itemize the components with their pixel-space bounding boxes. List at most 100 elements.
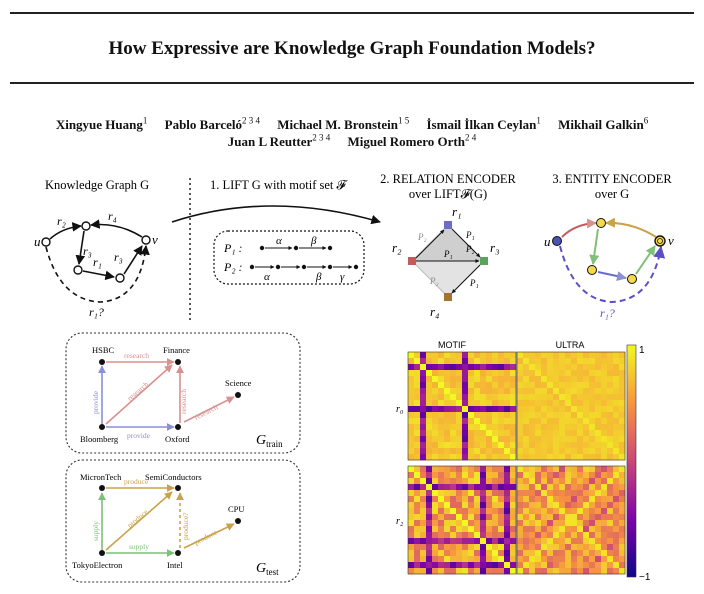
svg-text:research: research <box>193 402 220 421</box>
relation-node-r4 <box>444 293 452 301</box>
train-graph: HSBC Finance Science Bloomberg Oxford re… <box>80 345 252 444</box>
svg-text:produce?: produce? <box>181 512 190 540</box>
heatmap-panel <box>407 351 517 461</box>
author: Miguel Romero Orth2 4 <box>347 133 477 150</box>
node-oxford: Oxford <box>165 434 190 444</box>
svg-text:β: β <box>315 271 322 283</box>
svg-text:P₁: P₁ <box>469 278 479 288</box>
edge-label: r₃ <box>114 250 123 264</box>
svg-text:r₁?: r₁? <box>600 306 615 320</box>
heatmap-panel <box>516 351 626 461</box>
author: Michael M. Bronstein1 5 <box>277 116 410 133</box>
kg-graph: u v r₂ r₄ r₃ r₁ r₃ r₁? <box>34 209 158 319</box>
heatmap-grid <box>407 351 626 575</box>
author: Xingyue Huang1 <box>55 116 148 133</box>
svg-text:supply: supply <box>91 521 100 541</box>
train-graph-label: Gtrain <box>256 433 283 449</box>
svg-text:research: research <box>179 389 188 414</box>
heatmap-row-r2: r₂ <box>396 516 404 527</box>
svg-text:r₄: r₄ <box>430 304 440 319</box>
heatmap-panel <box>516 465 626 575</box>
node-finance: Finance <box>163 345 190 355</box>
author: Pablo Barceló2 3 4 <box>164 116 261 133</box>
test-graph-box <box>65 459 301 583</box>
svg-text:P₁: P₁ <box>465 230 475 240</box>
svg-text:r₃: r₃ <box>490 240 500 255</box>
svg-text:produce: produce <box>124 477 149 486</box>
relation-graph: r₁ r₂ r₃ r₄ P₁ P₂ P₁ P₂ P₁ P₂ <box>392 204 500 319</box>
step3-label-1: 3. ENTITY ENCODER <box>552 172 672 186</box>
colorbar-min: −1 <box>639 572 651 583</box>
relation-node-r1 <box>444 221 452 229</box>
test-graph: MicronTech SemiConductors CPU TokyoElect… <box>72 472 245 570</box>
edge-label: r₁ <box>93 255 102 269</box>
node-bloomberg: Bloomberg <box>80 434 119 444</box>
train-graph-box <box>65 332 301 454</box>
svg-text:β: β <box>310 235 317 247</box>
svg-text:v: v <box>668 233 674 248</box>
step2-label-1: 2. RELATION ENCODER <box>380 172 516 186</box>
svg-text:provide: provide <box>127 431 151 440</box>
node-cpu: CPU <box>228 504 245 514</box>
svg-text:u: u <box>544 234 551 249</box>
node <box>73 265 83 275</box>
heatmap-panel <box>407 465 517 575</box>
node-hsbc: HSBC <box>92 345 115 355</box>
authors-line-1: Xingyue Huang1 Pablo Barceló2 3 4 Michae… <box>0 116 704 133</box>
svg-text:produce: produce <box>125 507 150 530</box>
motif-box <box>213 230 365 285</box>
svg-text:P₂: P₂ <box>417 232 427 242</box>
node <box>596 218 606 228</box>
heatmap-col-ultra: ULTRA <box>556 340 585 350</box>
svg-text:research: research <box>125 380 150 403</box>
svg-text:P₁: P₁ <box>443 249 453 259</box>
edge-label: r₃ <box>83 244 92 258</box>
motif-p1: P₁ : α β <box>223 235 333 255</box>
title-rule <box>10 82 694 84</box>
node-v <box>654 235 666 247</box>
svg-text:research: research <box>124 351 149 360</box>
svg-text:r₁: r₁ <box>452 204 462 219</box>
label-u: u <box>34 234 41 249</box>
colorbar: 1 −1 <box>626 344 651 583</box>
node-u <box>41 237 51 247</box>
node-intel: Intel <box>167 560 183 570</box>
heatmap-row-r0: r₀ <box>396 404 404 415</box>
query-label: r₁? <box>89 305 104 319</box>
node <box>115 273 125 283</box>
svg-text:provide: provide <box>91 390 100 414</box>
step2-label-2: over LIFT𝓕(G) <box>409 187 487 201</box>
svg-text:P₂: P₂ <box>465 244 475 254</box>
paper-title: How Expressive are Knowledge Graph Found… <box>108 38 596 59</box>
step3-label-2: over G <box>595 187 629 201</box>
lift-arrow <box>171 205 381 225</box>
authors-line-2: Juan L Reutter2 3 4 Miguel Romero Orth2 … <box>0 133 704 150</box>
svg-text:P₂ :: P₂ : <box>223 260 243 274</box>
kg-label: Knowledge Graph G <box>45 178 149 192</box>
relation-node-r2 <box>408 257 416 265</box>
author: Juan L Reutter2 3 4 <box>227 133 331 150</box>
svg-text:r₂: r₂ <box>392 240 402 255</box>
node-v <box>141 235 151 245</box>
edge-label: r₂ <box>57 214 66 228</box>
node <box>81 221 91 231</box>
heatmap-col-motif: MOTIF <box>438 340 466 350</box>
node <box>627 274 637 284</box>
svg-text:γ: γ <box>340 271 345 283</box>
author: İsmail İlkan Ceylan1 <box>426 116 541 133</box>
colorbar-max: 1 <box>639 345 645 356</box>
label-v: v <box>152 232 158 247</box>
svg-text:P₂: P₂ <box>429 276 439 286</box>
entity-graph: u v r₁? <box>544 217 674 320</box>
svg-text:P₁ :: P₁ : <box>223 241 243 255</box>
relation-node-r3 <box>480 257 488 265</box>
svg-text:supply: supply <box>129 542 149 551</box>
svg-text:α: α <box>276 235 282 247</box>
top-rule <box>10 12 694 14</box>
node-tokyoelectron: TokyoElectron <box>72 560 123 570</box>
step1-label: 1. LIFT G with motif set 𝓕 <box>210 178 349 192</box>
node-science: Science <box>225 378 252 388</box>
author: Mikhail Galkin6 <box>558 116 649 133</box>
node-semiconductors: SemiConductors <box>145 472 202 482</box>
